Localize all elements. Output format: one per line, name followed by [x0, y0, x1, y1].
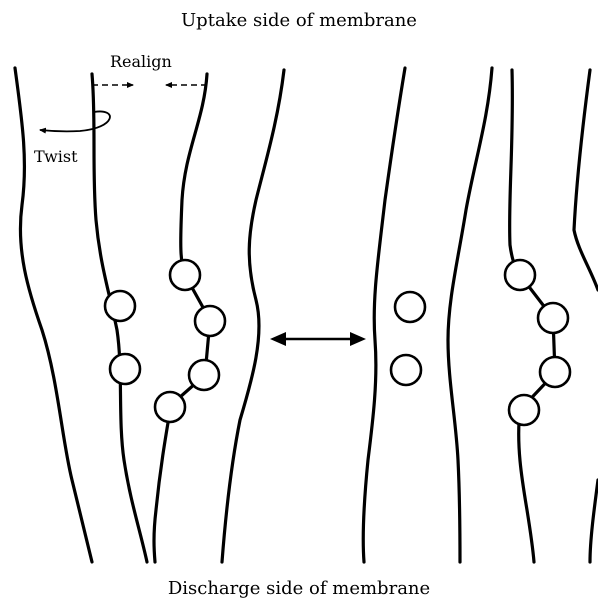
- binding-site-circle-9: [505, 260, 535, 290]
- helix-line-1: [15, 68, 92, 562]
- binding-site-circle-11: [540, 357, 570, 387]
- binding-site-circle-12: [509, 395, 539, 425]
- binding-site-circle-7: [395, 292, 425, 322]
- helix-line-6: [448, 68, 492, 562]
- twist-arrow-icon: [40, 111, 110, 131]
- double-headed-arrow-icon: [270, 332, 366, 346]
- binding-site-circle-8: [391, 355, 421, 385]
- helix-line-4: [222, 70, 284, 562]
- helix-line-8: [574, 70, 598, 290]
- binding-site-circle-4: [195, 306, 225, 336]
- binding-site-circle-5: [189, 360, 219, 390]
- binding-site-circle-2: [110, 354, 140, 384]
- binding-site-circle-6: [155, 392, 185, 422]
- binding-site-circle-1: [105, 291, 135, 321]
- helix-line-9: [590, 480, 598, 562]
- binding-site-circle-3: [170, 260, 200, 290]
- binding-site-circle-10: [538, 303, 568, 333]
